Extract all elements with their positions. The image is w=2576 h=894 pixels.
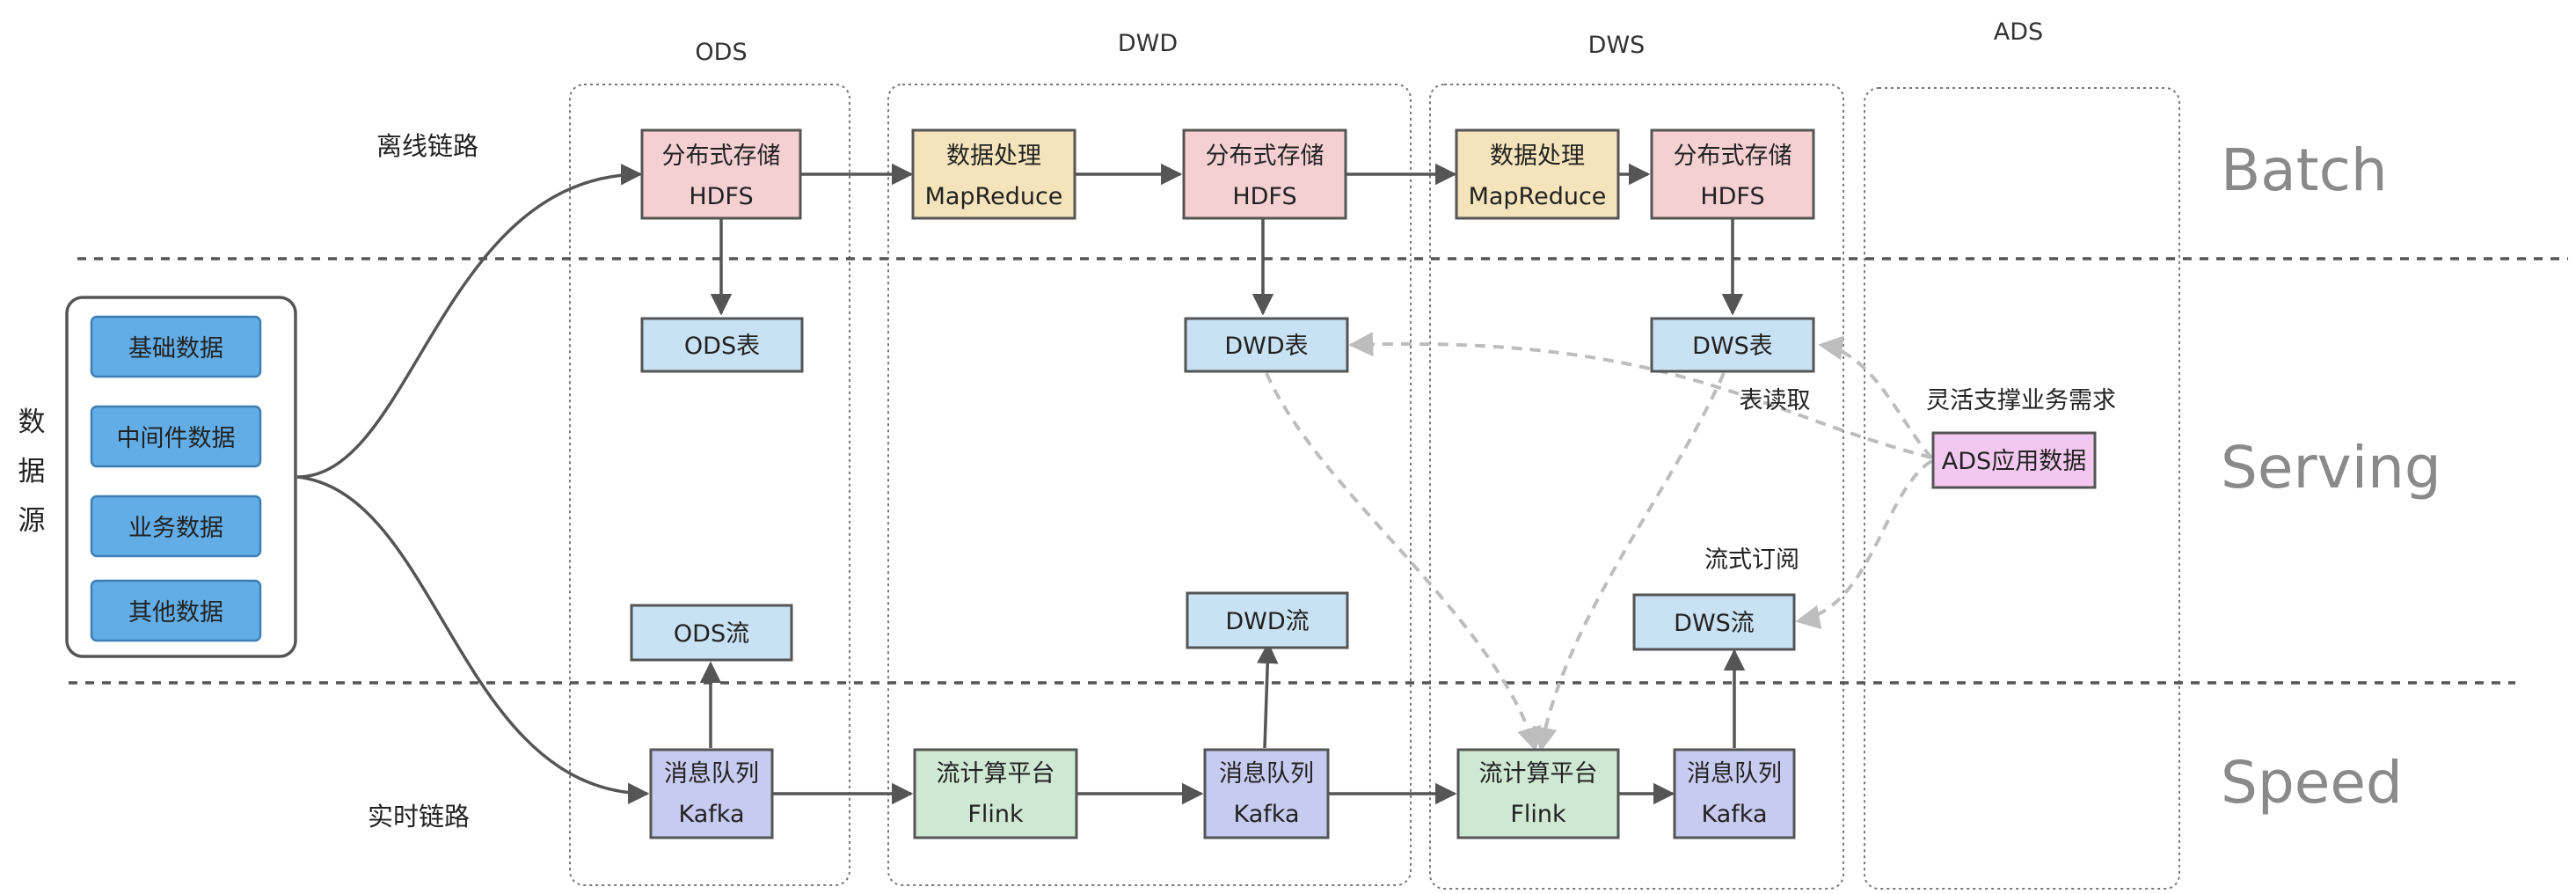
dwd-table-node: DWD表 [1184,317,1349,373]
source-item-middleware: 中间件数据 [90,405,262,468]
ods-table-node: ODS表 [640,317,804,373]
dwd-hdfs-node: 分布式存储 HDFS [1182,128,1347,220]
node-line-2: Kafka [679,801,745,828]
layer-title-ods: ODS [695,39,747,66]
node-line-1: ODS流 [674,620,749,648]
node-line-1: DWS流 [1674,610,1755,637]
data-source-title-char-1: 数 [18,407,46,438]
node-line-2: MapReduce [925,183,1063,210]
dws-hdfs-node: 分布式存储 HDFS [1650,128,1815,220]
node-line-1: DWD流 [1225,608,1309,635]
node-line-2: MapReduce [1469,183,1607,210]
data-source-title-char-2: 据 [18,456,46,487]
layer-title-ads: ADS [1994,18,2043,46]
edge-source-to-kafka [296,475,650,805]
node-line-1: 流计算平台 [1479,760,1598,788]
node-line-1: ODS表 [684,333,760,360]
ads-layer-frame [1864,87,2180,890]
node-line-2: Flink [1510,801,1566,828]
edge-ads-to-dwd-table [1348,332,1932,459]
layer-title-dws: DWS [1588,32,1646,59]
dws-mapreduce-node: 数据处理 MapReduce [1455,128,1620,220]
annotation-table-read: 表读取 [1740,387,1811,414]
ads-app-data-node: ADS应用数据 [1931,431,2097,489]
source-item-basic: 基础数据 [90,315,262,378]
realtime-path-label: 实时链路 [368,802,470,832]
edge-dwd-table-to-dws-flink [1265,372,1542,752]
dwd-stream-node: DWD流 [1186,591,1349,649]
data-source-panel [65,296,297,658]
dwd-flink-node: 流计算平台 Flink [913,748,1078,839]
node-line-1: DWS表 [1692,333,1773,360]
node-line-1: 消息队列 [1219,760,1314,788]
dwd-kafka-node: 消息队列 Kafka [1203,748,1330,839]
edge-source-to-hdfs [296,163,643,479]
node-line-1: 消息队列 [1687,760,1782,788]
node-line-1: 分布式存储 [1206,143,1324,170]
edge-ads-to-dws-stream [1795,459,1933,630]
node-line-1: 数据处理 [1490,143,1585,170]
node-line-1: 流计算平台 [937,760,1055,788]
node-line-2: HDFS [1700,183,1764,210]
node-line-1: 分布式存储 [662,143,781,170]
source-item-label: 中间件数据 [117,425,236,452]
node-line-1: 数据处理 [946,143,1041,170]
lane-label-speed: Speed [2221,749,2403,817]
ods-hdfs-node: 分布式存储 HDFS [640,128,802,220]
dws-layer-frame [1429,84,1844,890]
source-item-other: 其他数据 [90,579,262,642]
node-line-2: Kafka [1702,801,1768,828]
annotation-flexible-support: 灵活支撑业务需求 [1926,387,2116,414]
lane-label-batch: Batch [2221,136,2388,204]
node-line-2: Flink [967,801,1024,828]
dwd-layer-frame [887,84,1412,886]
node-line-1: ADS应用数据 [1942,448,2086,475]
source-item-label: 业务数据 [128,515,223,542]
node-line-1: 消息队列 [664,760,759,788]
node-line-2: HDFS [689,183,753,210]
dws-flink-node: 流计算平台 Flink [1456,748,1620,839]
dwd-mapreduce-node: 数据处理 MapReduce [911,128,1076,220]
layer-title-dwd: DWD [1118,30,1178,57]
node-line-1: DWD表 [1224,333,1308,360]
node-line-2: Kafka [1234,801,1300,828]
offline-path-label: 离线链路 [376,131,478,161]
ods-layer-frame [569,84,850,886]
dws-kafka-node: 消息队列 Kafka [1673,748,1796,839]
ods-kafka-node: 消息队列 Kafka [649,748,774,839]
edge-dws-table-to-dws-flink [1532,372,1726,752]
annotation-stream-subscribe: 流式订阅 [1704,546,1799,574]
data-source-title-char-3: 源 [18,505,46,537]
node-line-2: HDFS [1232,183,1296,210]
node-line-1: 分布式存储 [1674,143,1792,170]
ods-stream-node: ODS流 [630,604,793,662]
source-item-label: 其他数据 [128,599,223,627]
source-item-label: 基础数据 [128,335,223,363]
edge-ads-to-dws-table [1818,335,1933,459]
edge-dwd-kafka-to-dwd-stream [1257,641,1279,749]
dws-table-node: DWS表 [1650,317,1815,373]
lane-label-serving: Serving [2221,434,2441,502]
dws-stream-node: DWS流 [1632,593,1796,651]
source-item-business: 业务数据 [90,495,262,558]
